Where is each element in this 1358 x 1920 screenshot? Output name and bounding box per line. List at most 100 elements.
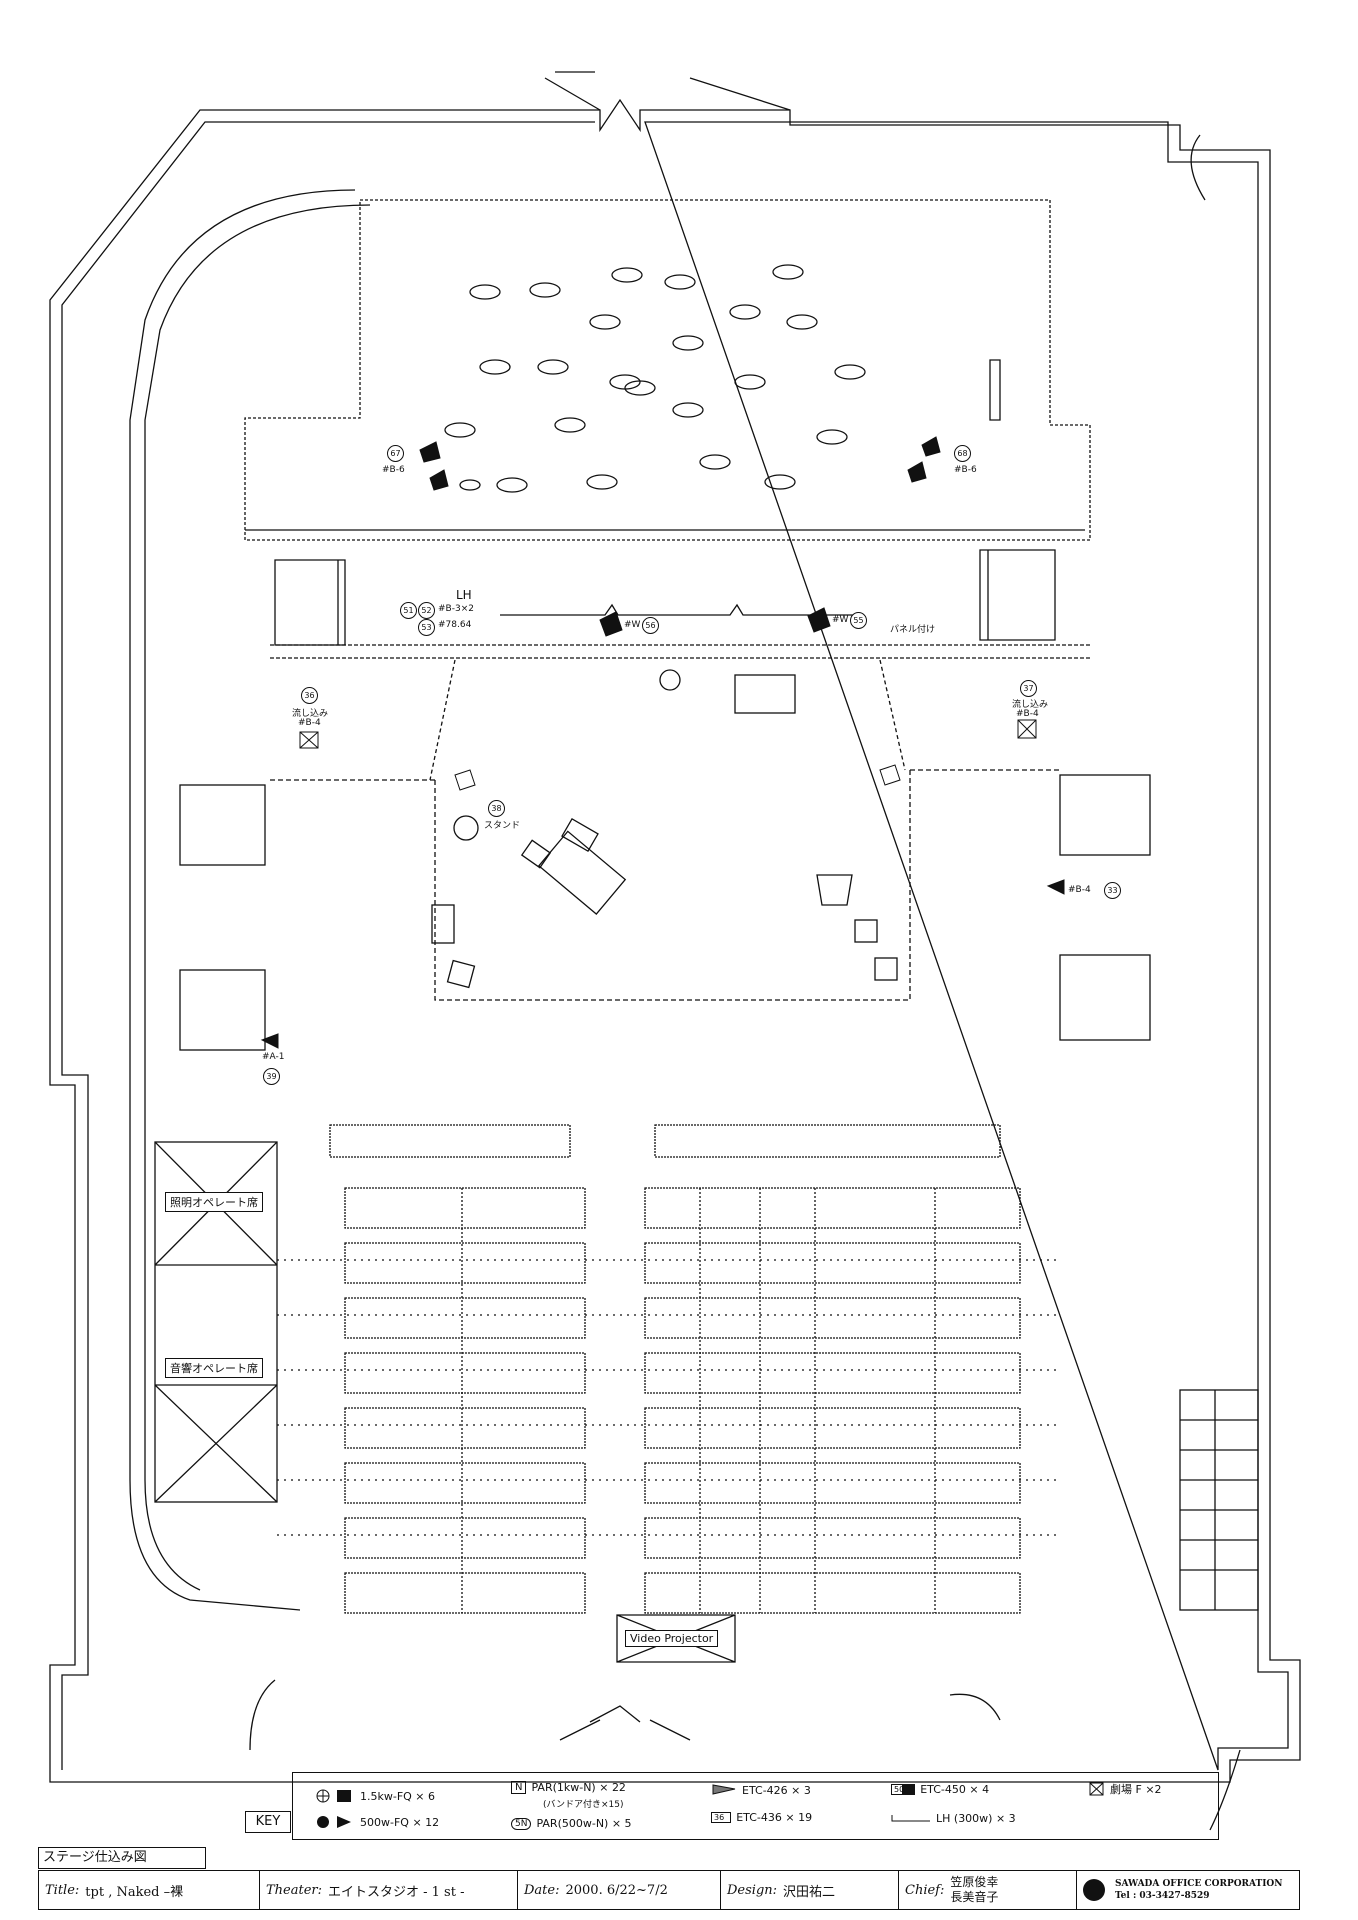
etc-436-icon: 36	[711, 1812, 732, 1823]
theater-value: エイトスタジオ - 1 st -	[328, 1884, 465, 1900]
chief-names: 笠原俊幸 長美音子	[950, 1875, 998, 1905]
inner-wall	[61, 121, 1289, 1771]
date-value: 2000. 6/22~7/2	[565, 1882, 668, 1898]
par-1k-icon: N	[511, 1781, 527, 1794]
operator-booth	[154, 1141, 278, 1503]
key-gekijo: 劇場 F ×2	[1089, 1781, 1162, 1797]
title-cell: Title: tpt , Naked –裸	[39, 1871, 260, 1909]
nagashi-left-label: 流し込み	[292, 709, 329, 719]
date-key: Date:	[524, 1882, 560, 1898]
fq-fixture-68a	[921, 436, 941, 457]
b3-gel-label: #78.64	[438, 620, 472, 630]
circle-36: 36	[301, 687, 318, 704]
b4-right-label: #B-4	[1016, 709, 1039, 719]
circle-38: 38	[488, 800, 505, 817]
fq-1500-icon	[316, 1789, 351, 1803]
key-par500-label: PAR(500w-N) × 5	[536, 1817, 632, 1830]
seating-risers	[344, 1187, 1021, 1614]
corp-name: SAWADA OFFICE CORPORATION	[1115, 1879, 1283, 1889]
key-etc436-label: ETC-436 × 19	[736, 1811, 813, 1824]
chief-key: Chief:	[905, 1882, 945, 1898]
fq-500-icon	[317, 1816, 351, 1828]
front-seat-rows	[329, 1124, 1001, 1158]
fixtures	[260, 436, 1065, 1049]
stairs	[1179, 1389, 1259, 1611]
etc-426-icon	[712, 1784, 736, 1795]
circle-52: 52	[418, 602, 435, 619]
key-etc426: ETC-426 × 3	[711, 1783, 811, 1797]
circle-51: 51	[400, 602, 417, 619]
circle-56: 56	[642, 617, 659, 634]
key-fq500: 500w-FQ × 12	[315, 1815, 439, 1829]
w-fixture-55	[807, 607, 831, 633]
theater-cell: Theater: エイトスタジオ - 1 st -	[260, 1871, 518, 1909]
circle-33: 33	[1104, 882, 1121, 899]
circle-67: 67	[387, 445, 404, 462]
key-gekijo-label: 劇場 F ×2	[1110, 1783, 1162, 1796]
design-key: Design:	[727, 1882, 778, 1898]
outer-wall	[49, 98, 1301, 1783]
key-fq15: 1.5kw-FQ × 6	[315, 1789, 435, 1803]
acting-area	[270, 769, 1060, 1001]
w56-label: #W	[624, 620, 641, 630]
fq-fixture-68b	[907, 461, 927, 483]
corp-cell: SAWADA OFFICE CORPORATION Tel : 03-3427-…	[1077, 1871, 1299, 1909]
key-lh300-label: LH (300w) × 3	[936, 1811, 1016, 1825]
key-tag: KEY	[245, 1811, 291, 1833]
theater-key: Theater:	[266, 1882, 322, 1898]
b4-left-label: #B-4	[298, 718, 321, 728]
b4-33-label: #B-4	[1068, 885, 1091, 895]
title-value: tpt , Naked –裸	[85, 1884, 184, 1900]
w-fixture-56	[599, 611, 623, 637]
key-etc450-label: ETC-450 × 4	[920, 1783, 990, 1796]
drawing-heading: ステージ仕込み図	[38, 1847, 206, 1869]
chief-name-2: 長美音子	[950, 1890, 999, 1904]
key-fq15-label: 1.5kw-FQ × 6	[360, 1789, 436, 1803]
a1-label: #A-1	[262, 1052, 285, 1062]
curved-wall	[129, 189, 356, 1611]
lh-batten	[500, 603, 860, 616]
fq-fixture-67a	[419, 441, 441, 463]
design-cell: Design: 沢田祐二	[721, 1871, 899, 1909]
circle-68: 68	[954, 445, 971, 462]
lighting-operator-label: 照明オペレート席	[165, 1192, 263, 1212]
b6-left-label: #B-6	[382, 465, 405, 475]
b6-right-label: #B-6	[954, 465, 977, 475]
par-500-icon: 5N	[511, 1817, 532, 1830]
circle-53: 53	[418, 619, 435, 636]
key-par1k-note: (バンドア付き×15)	[543, 1800, 624, 1810]
b3-label: #B-3×2	[438, 604, 474, 614]
circle-55: 55	[850, 612, 867, 629]
chief-name-1: 笠原俊幸	[950, 1875, 999, 1889]
lh-label: LH	[456, 588, 472, 602]
chief-cell: Chief: 笠原俊幸 長美音子	[899, 1871, 1077, 1909]
sound-operator-label: 音響オペレート席	[165, 1358, 263, 1378]
side-fixture-r	[879, 764, 901, 786]
lh-icon	[891, 1815, 930, 1822]
key-fq500-label: 500w-FQ × 12	[360, 1815, 440, 1829]
key-etc450: 50 ETC-450 × 4	[891, 1783, 989, 1796]
stage-platform	[244, 199, 1091, 541]
title-key: Title:	[45, 1882, 80, 1898]
etc-fixture-33	[1046, 879, 1065, 895]
nagashi-right-label: 流し込み	[1012, 700, 1049, 710]
fq-fixture-67b	[429, 469, 449, 491]
stand-label: スタンド	[484, 821, 521, 831]
company-logo-icon	[1083, 1879, 1105, 1901]
key-etc426-label: ETC-426 × 3	[742, 1783, 811, 1797]
key-par1k-label: PAR(1kw-N) × 22	[531, 1781, 626, 1794]
stage-ellipses	[444, 264, 866, 493]
key-legend: 1.5kw-FQ × 6 500w-FQ × 12 N PAR(1kw-N) ×…	[292, 1772, 1219, 1840]
video-projector-label: Video Projector	[625, 1630, 719, 1647]
fixture-38	[454, 769, 476, 791]
circle-37: 37	[1020, 680, 1037, 697]
design-value: 沢田祐二	[783, 1884, 836, 1900]
panel-label: パネル付け	[890, 625, 936, 635]
date-cell: Date: 2000. 6/22~7/2	[518, 1871, 721, 1909]
title-block: Title: tpt , Naked –裸 Theater: エイトスタジオ -…	[38, 1870, 1300, 1910]
key-par500: 5N PAR(500w-N) × 5	[511, 1817, 632, 1830]
key-etc436: 36 ETC-436 × 19	[711, 1811, 812, 1824]
gekijo-f-icon	[1089, 1782, 1104, 1796]
corp-tel: Tel : 03-3427-8529	[1115, 1891, 1210, 1901]
